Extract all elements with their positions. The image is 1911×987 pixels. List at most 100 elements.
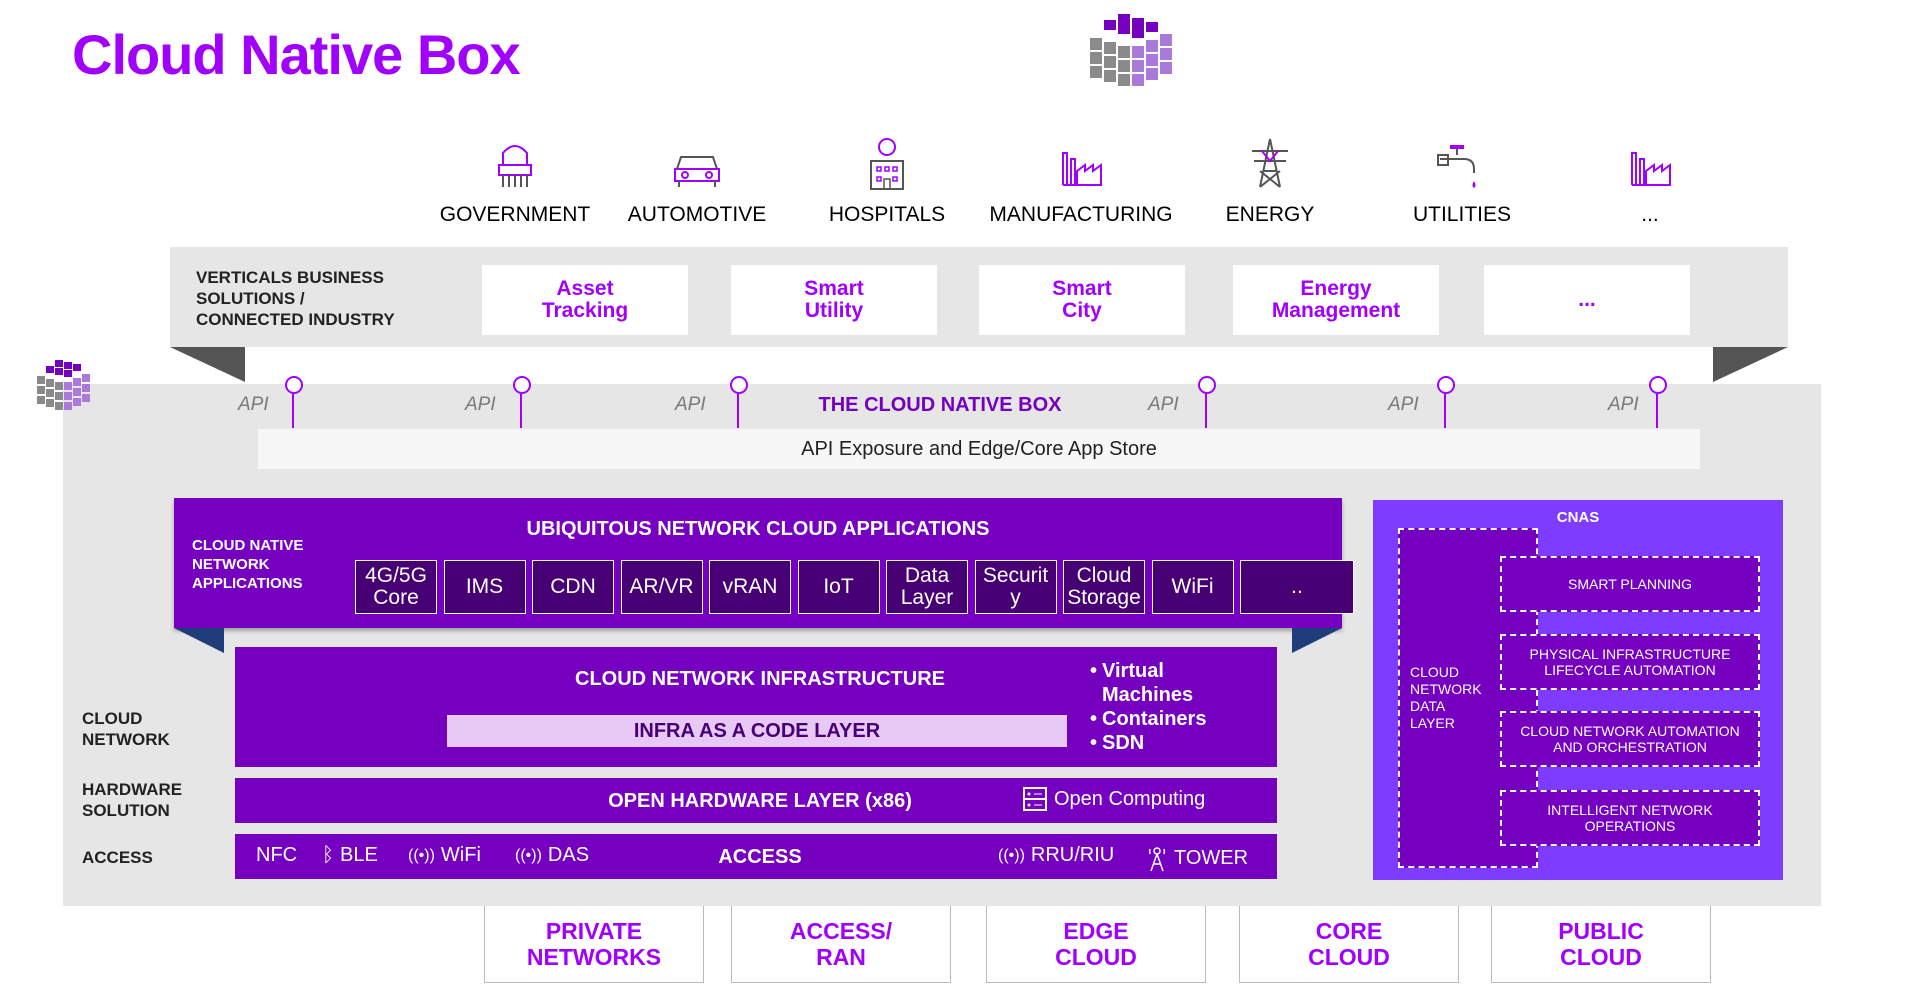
vertical-label: GOVERNMENT — [439, 203, 591, 226]
deployment-box: EDGE CLOUD — [986, 906, 1206, 983]
cnas-item: CLOUD NETWORK AUTOMATION AND ORCHESTRATI… — [1500, 711, 1760, 767]
vertical-label: ... — [1641, 203, 1659, 226]
api-label: API — [1608, 394, 1639, 415]
energy-tower-icon — [1240, 135, 1300, 195]
hospital-icon — [857, 135, 917, 195]
wifi-icon: ((•)) — [408, 846, 435, 864]
app-tile: Securit y — [974, 560, 1057, 614]
deployment-box: ACCESS/ RAN — [731, 906, 951, 983]
hardware-panel — [235, 778, 1277, 823]
page-title: Cloud Native Box — [72, 23, 521, 86]
app-tile: IMS — [443, 560, 526, 614]
small-cube-icon — [37, 360, 90, 410]
app-tile: Cloud Storage — [1063, 560, 1145, 614]
api-pin-line — [520, 390, 522, 428]
cnas-item: SMART PLANNING — [1500, 556, 1760, 612]
tower: TOWER — [1146, 844, 1248, 872]
app-store-bar: API Exposure and Edge/Core App Store — [258, 429, 1700, 469]
apps-right-shadow — [1292, 628, 1342, 653]
vertical-label: ENERGY — [1225, 203, 1315, 226]
api-pin-icon — [285, 376, 303, 394]
api-label: API — [238, 394, 269, 415]
das-label: DAS — [547, 844, 590, 866]
api-label: API — [1388, 394, 1419, 415]
access-side-label: ACCESS — [82, 848, 153, 867]
apps-left-shadow — [174, 628, 224, 653]
infra-bullets: •Virtual Machines •Containers •SDN — [1090, 660, 1207, 754]
bullet-vm: Virtual Machines — [1102, 660, 1194, 706]
box-title: THE CLOUD NATIVE BOX — [818, 394, 1062, 416]
api-pin-line — [1656, 390, 1658, 428]
access-title: ACCESS — [718, 846, 802, 868]
server-icon — [1023, 787, 1047, 811]
open-computing: Open Computing — [1022, 786, 1205, 812]
infra-code-layer: INFRA AS A CODE LAYER — [447, 715, 1067, 747]
app-tile: .. — [1240, 560, 1354, 614]
wifi-label: WiFi — [440, 844, 481, 866]
wifi: ((•)) WiFi — [408, 844, 481, 867]
app-tile: 4G/5G Core — [355, 560, 437, 614]
deployment-box: CORE CLOUD — [1239, 906, 1459, 983]
app-tile: AR/VR — [620, 560, 703, 614]
api-label: API — [1148, 394, 1179, 415]
rru: ((•)) RRU/RIU — [998, 844, 1114, 867]
business-card: Smart Utility — [731, 265, 937, 335]
infra-panel — [235, 647, 1277, 767]
water-tap-icon — [1432, 135, 1492, 195]
bullet-sdn: SDN — [1102, 732, 1145, 754]
app-tile: Data Layer — [886, 560, 968, 614]
deployment-box: PUBLIC CLOUD — [1491, 906, 1711, 983]
access-panel — [235, 834, 1277, 879]
automotive-icon — [667, 135, 727, 195]
app-tile: CDN — [532, 560, 614, 614]
api-label: API — [465, 394, 496, 415]
infra-title: CLOUD NETWORK INFRASTRUCTURE — [575, 668, 945, 690]
api-pin-icon — [1198, 376, 1216, 394]
cloud-network-label: CLOUD NETWORK — [82, 709, 170, 749]
vertical-label: HOSPITALS — [828, 203, 946, 226]
nfc-label: NFC — [256, 844, 298, 866]
vertical-label: MANUFACTURING — [989, 203, 1173, 226]
hardware-title: OPEN HARDWARE LAYER (x86) — [608, 790, 912, 812]
factory-icon — [1051, 135, 1111, 195]
business-card: ... — [1484, 265, 1690, 335]
app-tile: WiFi — [1151, 560, 1234, 614]
apps-side-label: CLOUD NATIVE NETWORK APPLICATIONS — [192, 537, 304, 592]
verticals-label: VERTICALS BUSINESS SOLUTIONS / CONNECTED… — [196, 268, 395, 329]
cnas-item: PHYSICAL INFRASTRUCTURE LIFECYCLE AUTOMA… — [1500, 634, 1760, 690]
deployment-box: PRIVATE NETWORKS — [484, 906, 704, 983]
api-label: API — [675, 394, 706, 415]
business-card: Asset Tracking — [482, 265, 688, 335]
government-icon — [485, 135, 545, 195]
cnas-item: INTELLIGENT NETWORK OPERATIONS — [1500, 790, 1760, 846]
app-tile: vRAN — [709, 560, 791, 614]
tower-icon — [1148, 847, 1166, 872]
band-right-shadow — [1713, 347, 1788, 382]
api-pin-icon — [730, 376, 748, 394]
cnas-data-layer-label: CLOUD NETWORK DATA LAYER — [1410, 664, 1482, 731]
api-pin-icon — [1649, 376, 1667, 394]
vertical-label: UTILITIES — [1412, 203, 1512, 226]
vertical-label: AUTOMOTIVE — [627, 203, 767, 226]
business-card: Smart City — [979, 265, 1185, 335]
api-pin-line — [292, 390, 294, 428]
cnas-title: CNAS — [1556, 509, 1600, 526]
api-pin-line — [1444, 390, 1446, 428]
rru-label: RRU/RIU — [1030, 844, 1115, 866]
antenna-icon: ((•)) — [515, 846, 542, 864]
apps-title: UBIQUITOUS NETWORK CLOUD APPLICATIONS — [526, 518, 990, 540]
open-computing-label: Open Computing — [1054, 787, 1206, 810]
bluetooth-icon: ᛒ — [322, 844, 334, 866]
bullet-containers: Containers — [1102, 708, 1207, 730]
antenna-icon: ((•)) — [998, 846, 1025, 864]
das: ((•)) DAS — [515, 844, 589, 867]
band-left-shadow — [170, 347, 245, 382]
factory-icon — [1620, 135, 1680, 195]
cube-logo-icon — [1090, 14, 1172, 86]
app-tile: IoT — [797, 560, 880, 614]
nfc: NFC — [256, 844, 297, 867]
api-pin-icon — [513, 376, 531, 394]
api-pin-line — [737, 390, 739, 428]
hardware-side-label: HARDWARE SOLUTION — [82, 780, 183, 820]
